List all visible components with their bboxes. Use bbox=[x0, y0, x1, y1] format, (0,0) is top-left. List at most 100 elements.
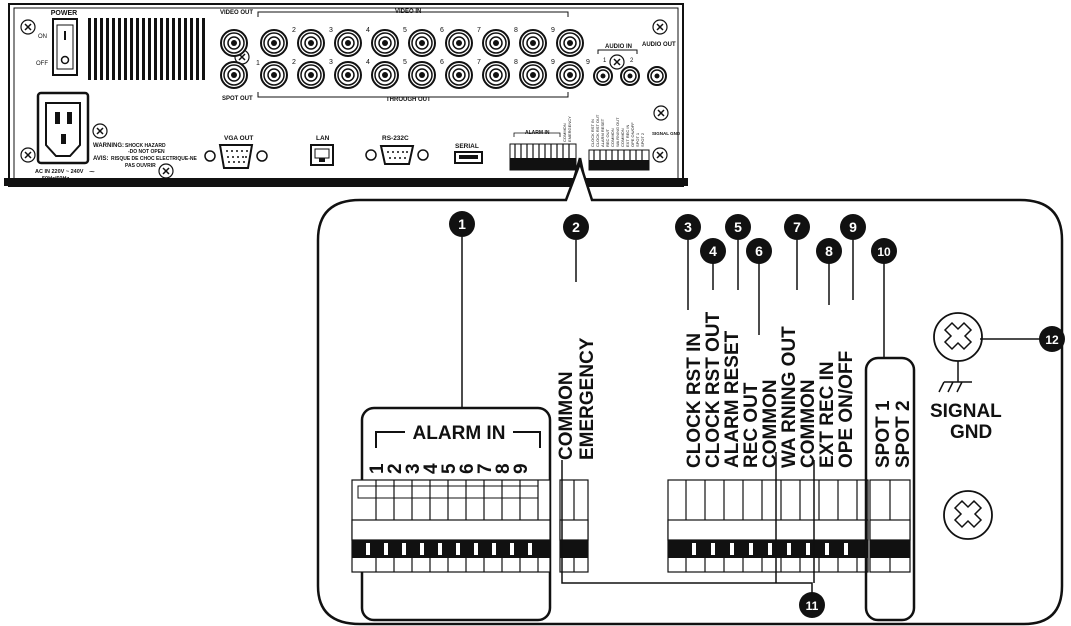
callout-9: 9 bbox=[840, 214, 866, 240]
svg-text:5: 5 bbox=[403, 27, 407, 34]
callout-3: 3 bbox=[675, 214, 701, 240]
svg-text:4: 4 bbox=[421, 463, 442, 474]
video-channel-numbers: 2 3 4 5 6 7 8 9 1 2 3 4 5 6 7 8 9 9 bbox=[256, 27, 590, 67]
svg-text:7: 7 bbox=[477, 59, 481, 66]
video-out-connector[interactable] bbox=[220, 29, 248, 57]
audio-ch1-label: 1 bbox=[603, 58, 607, 64]
signal-label: SIGNAL bbox=[930, 401, 1002, 422]
callout-leader-lines bbox=[461, 237, 1044, 408]
svg-text:WA RNING OUT: WA RNING OUT bbox=[779, 326, 800, 468]
svg-text:7: 7 bbox=[477, 27, 481, 34]
svg-text:COMMON: COMMON bbox=[760, 379, 781, 468]
svg-text:8: 8 bbox=[825, 243, 833, 259]
svg-text:2: 2 bbox=[292, 27, 296, 34]
serial-port[interactable] bbox=[454, 151, 483, 164]
callout-8: 8 bbox=[816, 238, 842, 264]
svg-text:8: 8 bbox=[493, 463, 514, 474]
video-out-label: VIDEO OUT bbox=[220, 10, 253, 16]
vent-slots bbox=[88, 18, 205, 80]
svg-text:5: 5 bbox=[439, 463, 460, 474]
vga-port[interactable] bbox=[204, 144, 268, 169]
audio-connectors[interactable] bbox=[593, 66, 667, 86]
spot-terminal-block[interactable] bbox=[869, 479, 911, 573]
signal-gnd-screw-small-icon bbox=[653, 105, 669, 121]
spot1-label: SPOT 1 bbox=[873, 400, 894, 468]
panel-screw-icon bbox=[652, 19, 668, 35]
gnd-label: GND bbox=[950, 422, 992, 443]
callout-10: 10 bbox=[871, 238, 897, 264]
serial-label: SERIAL bbox=[455, 143, 479, 150]
video-in-connectors[interactable] bbox=[260, 29, 584, 57]
svg-text:OPE ON/OFF: OPE ON/OFF bbox=[836, 351, 857, 468]
svg-text:9: 9 bbox=[511, 463, 532, 474]
callout-11: 11 bbox=[799, 592, 825, 618]
emergency-label: EMERGENCY bbox=[577, 337, 598, 460]
svg-text:COMMON: COMMON bbox=[798, 379, 819, 468]
panel-screw-icon bbox=[20, 147, 36, 163]
audio-screw-icon bbox=[609, 54, 625, 70]
svg-text:6: 6 bbox=[440, 27, 444, 34]
svg-text:6: 6 bbox=[755, 243, 763, 259]
callout-1: 1 bbox=[449, 211, 475, 237]
svg-text:CLOCK RST IN: CLOCK RST IN bbox=[684, 333, 705, 468]
callout-12: 12 bbox=[1039, 326, 1065, 352]
control-terminal-block[interactable] bbox=[667, 479, 869, 573]
svg-text:7: 7 bbox=[793, 219, 801, 235]
callout-2: 2 bbox=[563, 214, 589, 240]
svg-text:9: 9 bbox=[551, 59, 555, 66]
svg-text:1: 1 bbox=[367, 463, 388, 474]
svg-text:8: 8 bbox=[514, 59, 518, 66]
svg-text:9: 9 bbox=[849, 219, 857, 235]
ac-inlet[interactable] bbox=[36, 91, 90, 165]
panel-screw-icon bbox=[652, 147, 668, 163]
svg-text:3: 3 bbox=[329, 59, 333, 66]
alarm-number-labels: 1 2 3 4 5 6 7 8 9 bbox=[367, 463, 532, 474]
spot2-label: SPOT 2 bbox=[893, 400, 914, 468]
rs232c-port[interactable] bbox=[365, 145, 429, 165]
off-label: OFF bbox=[36, 61, 48, 67]
svg-text:4: 4 bbox=[366, 27, 370, 34]
alarm-in-terminal-block[interactable] bbox=[351, 479, 551, 573]
svg-text:SPOT 1: SPOT 1 bbox=[635, 132, 640, 147]
alarm-terminal-block-small[interactable] bbox=[509, 143, 577, 171]
through-out-connectors[interactable] bbox=[260, 61, 584, 89]
lan-label: LAN bbox=[316, 135, 330, 142]
svg-text:2: 2 bbox=[292, 59, 296, 66]
svg-text:EXT REC IN: EXT REC IN bbox=[817, 361, 838, 468]
svg-text:COMMON: COMMON bbox=[610, 128, 615, 147]
audio-ch2-label: 2 bbox=[630, 58, 634, 64]
svg-text:1: 1 bbox=[458, 216, 466, 232]
svg-text:2: 2 bbox=[385, 463, 406, 474]
avis-title: AVIS: bbox=[93, 156, 109, 162]
svg-text:3: 3 bbox=[329, 27, 333, 34]
lan-port[interactable] bbox=[310, 144, 334, 166]
audio-in-label: AUDIO IN bbox=[605, 44, 632, 50]
callout-6: 6 bbox=[746, 238, 772, 264]
control-terminal-block-small[interactable] bbox=[588, 149, 650, 171]
svg-text:ALARM RESET: ALARM RESET bbox=[600, 118, 605, 147]
vga-out-label: VGA OUT bbox=[224, 135, 253, 142]
svg-text:12: 12 bbox=[1045, 333, 1059, 347]
callout-5: 5 bbox=[725, 214, 751, 240]
callout-4: 4 bbox=[700, 238, 726, 264]
callout-7: 7 bbox=[784, 214, 810, 240]
svg-text:9: 9 bbox=[586, 59, 590, 66]
signal-gnd-screw-icon bbox=[933, 312, 983, 362]
svg-text:11: 11 bbox=[806, 599, 819, 613]
svg-text:CLOCK RST OUT: CLOCK RST OUT bbox=[703, 311, 724, 468]
svg-text:2: 2 bbox=[572, 219, 580, 235]
svg-text:7: 7 bbox=[475, 463, 496, 474]
svg-text:9: 9 bbox=[551, 27, 555, 34]
svg-text:5: 5 bbox=[403, 59, 407, 66]
svg-text:1: 1 bbox=[256, 60, 260, 67]
control-terminal-labels: CLOCK RST IN CLOCK RST OUT ALARM RESET R… bbox=[684, 311, 857, 468]
svg-text:CLOCK RST OUT: CLOCK RST OUT bbox=[595, 114, 600, 147]
spot-out-connector[interactable] bbox=[220, 61, 248, 89]
common-label: COMMON bbox=[556, 371, 577, 460]
svg-text:COMMON: COMMON bbox=[620, 128, 625, 147]
common-emergency-terminal-block[interactable] bbox=[559, 479, 589, 573]
warning-title: WARNING: bbox=[93, 143, 124, 149]
svg-text:6: 6 bbox=[440, 59, 444, 66]
mount-screw-icon bbox=[943, 490, 993, 540]
